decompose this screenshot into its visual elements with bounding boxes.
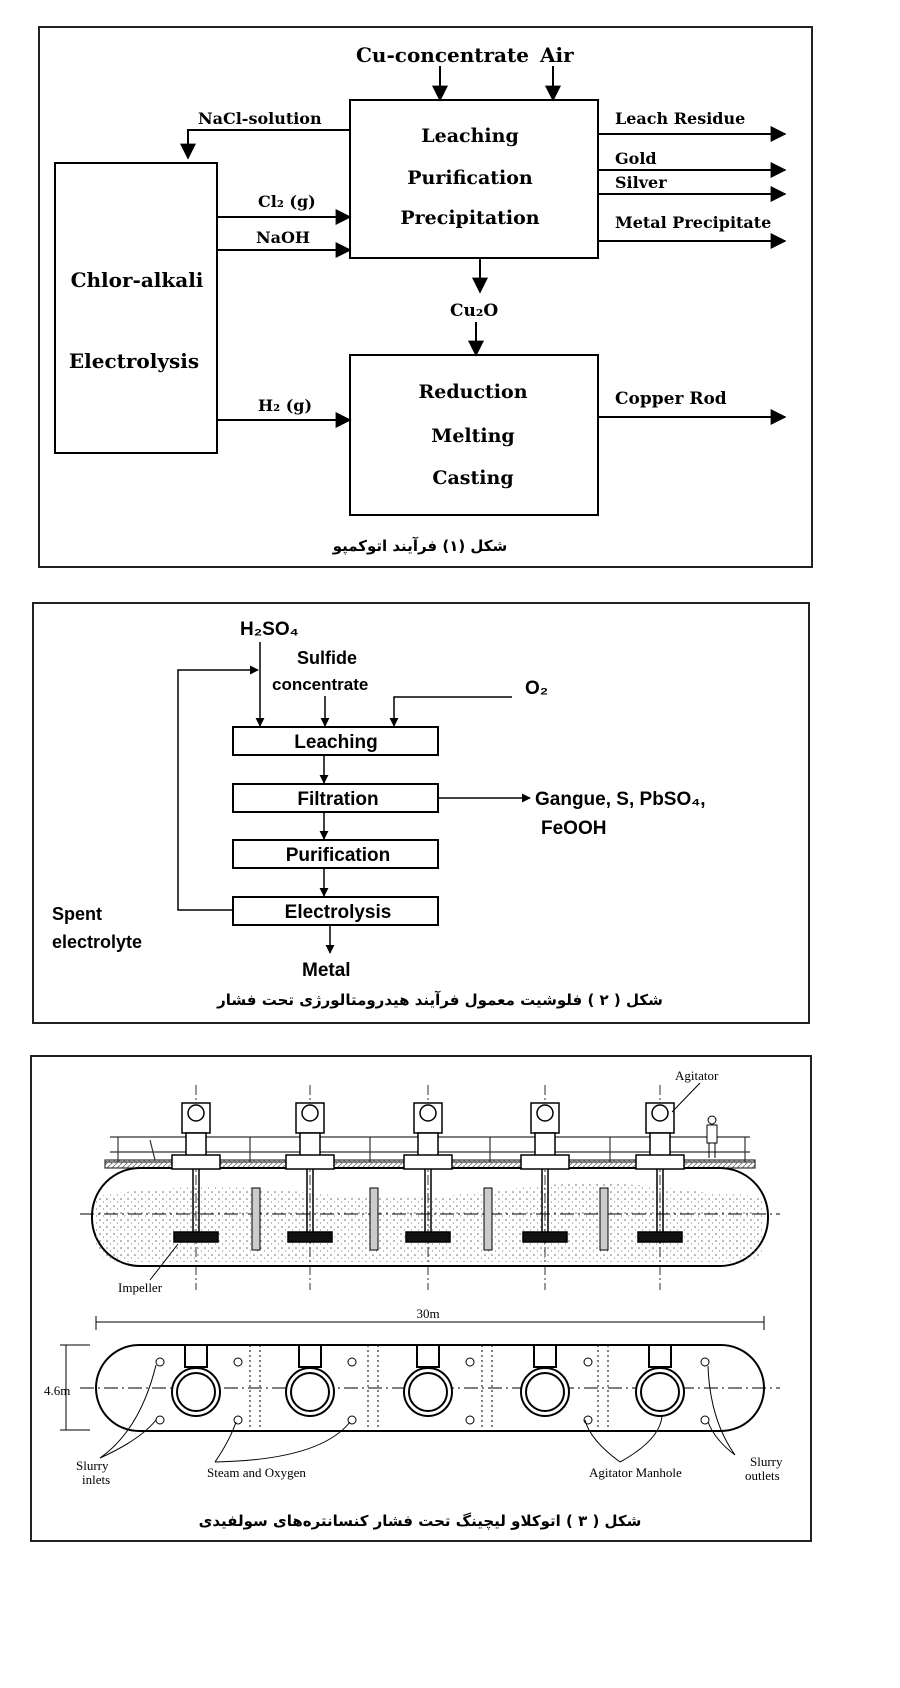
cu-concentrate-label: Cu-concentrate [356,43,529,67]
slurry-inlets-label-2: inlets [82,1472,110,1487]
h2-label: H₂ (g) [258,396,312,415]
length-label: 30m [416,1306,439,1321]
person-figure [706,1115,718,1158]
naoh-label: NaOH [256,228,310,247]
gangue-line-2: FeOOH [541,818,606,839]
agitators-side [171,1085,685,1290]
reduction-box-line-1: Reduction [418,381,527,403]
slurry-inlets-label-1: Slurry [76,1458,109,1473]
chlor-alkali-box [54,162,218,454]
gangue-line-1: Gangue, S, PbSO₄, [535,789,706,810]
steam-oxygen-label: Steam and Oxygen [207,1465,306,1480]
impeller-label: Impeller [118,1280,163,1295]
sulfide-label: Sulfide [297,648,357,668]
air-label: Air [539,43,574,67]
figure-2-diagram: H₂SO₄ Sulfide concentrate O₂ Leaching Fi… [52,619,706,1009]
nacl-label: NaCl-solution [198,109,322,128]
o2-label: O₂ [525,678,548,699]
chlor-box-line-1: Chlor-alkali [71,268,204,292]
nozzles [155,1357,710,1425]
step-purification-label: Purification [286,845,391,866]
baffles [251,1187,609,1251]
step-filtration-label: Filtration [297,789,378,810]
agitator-manholes [171,1344,685,1417]
figure-2-caption: شکل ( ۲ ) فلوشیت معمول فرآیند هیدرومتالو… [216,991,663,1009]
leach-box-line-2: Purification [407,167,533,189]
step-purification-box [232,839,439,869]
spent-label-1: Spent [52,904,102,924]
figure-1-panel [38,26,813,568]
agitator-manhole-label: Agitator Manhole [589,1465,682,1480]
output-leach-residue: Leach Residue [615,109,745,128]
reduction-box-line-2: Melting [431,425,514,447]
concentrate-label: concentrate [272,675,368,694]
figure-1-diagram: Cu-concentrate Air NaCl-solution Cl₂ (g)… [54,43,787,556]
chlor-box-line-2: Electrolysis [69,349,199,373]
copper-rod-label: Copper Rod [615,389,727,409]
cl2-label: Cl₂ (g) [258,192,316,211]
output-metal-precipitate: Metal Precipitate [615,213,771,232]
output-silver: Silver [615,173,667,192]
leach-box-line-3: Precipitation [400,207,539,229]
slurry-outlets-label-2: outlets [745,1468,780,1483]
step-electrolysis-label: Electrolysis [285,902,392,923]
leach-box-line-1: Leaching [421,125,518,147]
width-label: 4.6m [44,1383,70,1398]
figure-3-caption: شکل ( ۳ ) اتوکلاو لیچینگ تحت فشار کنسانت… [199,1512,642,1531]
step-electrolysis-box [232,896,439,926]
figure-1-caption: شکل (۱) فرآیند اتوکمپو [332,537,508,556]
leaching-box [349,99,599,259]
cu2o-label: Cu₂O [450,301,498,321]
agitator-label: Agitator [675,1068,719,1083]
metal-label: Metal [302,960,351,981]
step-leaching-label: Leaching [294,732,377,753]
output-gold: Gold [615,149,657,168]
h2so4-label: H₂SO₄ [240,619,299,640]
step-leaching-box [232,726,439,756]
reduction-box-line-3: Casting [432,467,513,489]
slurry-outlets-label-1: Slurry [750,1454,783,1469]
spent-label-2: electrolyte [52,932,142,952]
